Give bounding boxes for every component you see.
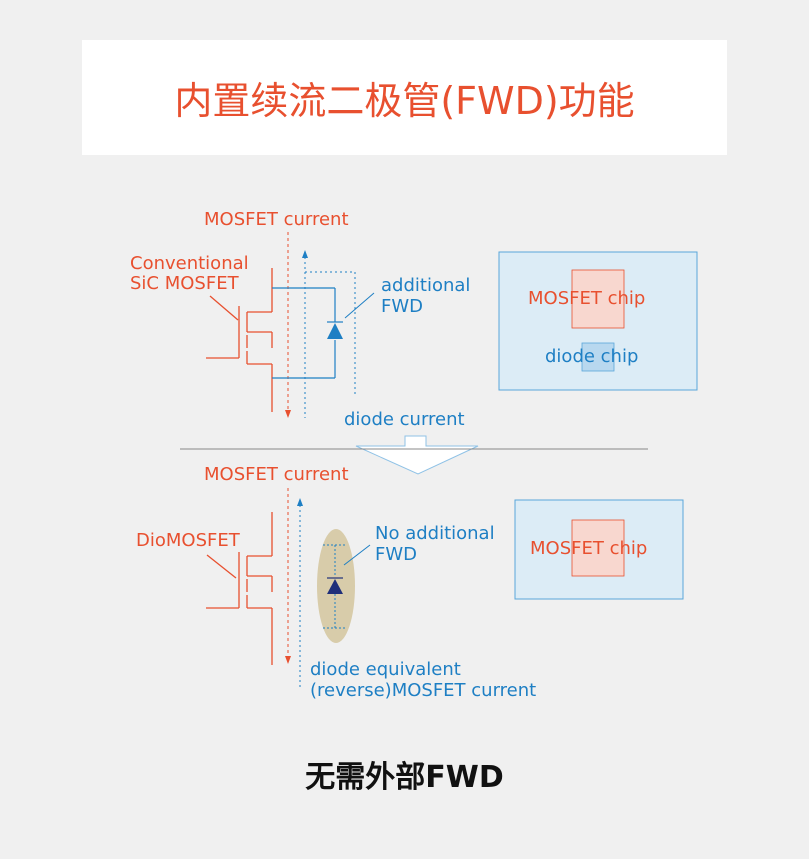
top-mosfet-current-arrowhead: [285, 410, 291, 418]
bottom-fwd-label-line1: No additional: [375, 523, 495, 544]
diode-current-label: diode current: [344, 409, 465, 430]
top-device-label-line1: Conventional: [130, 253, 249, 274]
transition-arrow-icon: [355, 435, 479, 475]
reverse-current-arrowhead: [297, 498, 303, 506]
top-diode-current-arrowhead: [302, 250, 308, 258]
top-device-label-line2: SiC MOSFET: [130, 273, 239, 294]
bottom-device-label: DioMOSFET: [136, 530, 240, 551]
diode-chip-label: diode chip: [545, 346, 639, 367]
top-mosfet-symbol: [206, 268, 273, 412]
reverse-label-line2: (reverse)MOSFET current: [310, 680, 537, 701]
top-fwd-label-line2: FWD: [381, 296, 424, 317]
top-diode-icon: [327, 323, 343, 339]
top-fwd-circuit: [272, 287, 343, 379]
top-mosfet-chip-label: MOSFET chip: [528, 288, 646, 309]
bottom-fwd-leader: [343, 544, 371, 566]
bottom-mosfet-chip-label: MOSFET chip: [530, 538, 648, 559]
bottom-mosfet-chip: [571, 519, 625, 577]
top-mosfet-current-label: MOSFET current: [204, 209, 349, 230]
builtin-diode-icon: [327, 579, 343, 594]
title-card: 内置续流二极管(FWD)功能: [82, 40, 727, 155]
top-diode-current-path: [304, 252, 356, 418]
top-mosfet-chip: [571, 269, 625, 329]
reverse-label-line1: diode equivalent: [310, 659, 461, 680]
bottom-mosfet-symbol: [206, 512, 273, 665]
bottom-mosfet-current-label: MOSFET current: [204, 464, 349, 485]
builtin-diode-dotted: [323, 544, 345, 629]
bottom-fwd-label-line2: FWD: [375, 544, 418, 565]
diode-chip: [581, 342, 615, 372]
top-fwd-leader: [344, 292, 375, 319]
page-title: 内置续流二极管(FWD)功能: [174, 79, 635, 123]
bottom-chip-panel: [514, 499, 684, 600]
top-fwd-label-line1: additional: [381, 275, 471, 296]
footer-caption: 无需外部FWD: [305, 760, 504, 795]
bottom-mosfet-current-arrowhead: [285, 656, 291, 664]
